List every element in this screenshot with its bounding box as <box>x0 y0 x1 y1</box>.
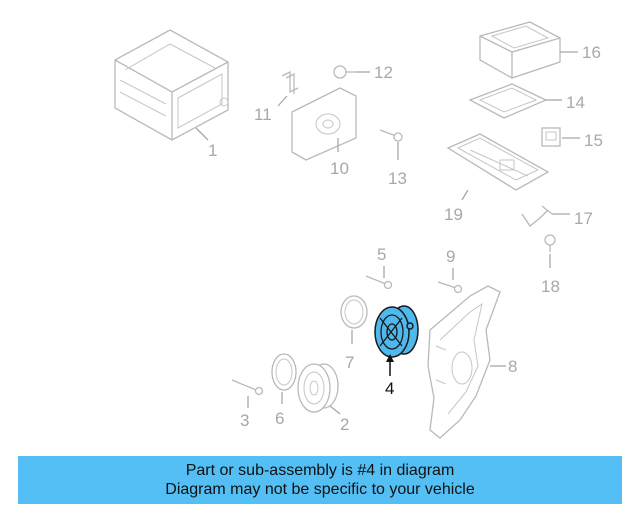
callout-11: 11 <box>254 105 272 124</box>
callout-13: 13 <box>388 169 407 188</box>
part-16-control-panel <box>479 21 561 79</box>
callout-12: 12 <box>374 63 393 82</box>
banner-part-line: Part or sub-assembly is #4 in diagram <box>185 462 455 479</box>
part-3-screw <box>231 379 264 396</box>
part-19-tray <box>446 133 550 191</box>
callout-3: 3 <box>240 411 249 430</box>
callout-15: 15 <box>584 131 603 150</box>
callout-8: 8 <box>508 357 517 376</box>
callout-18: 18 <box>541 277 560 296</box>
part-15-connector <box>541 127 561 147</box>
callout-16: 16 <box>582 43 601 62</box>
part-18-screw <box>544 234 556 252</box>
callout-10: 10 <box>330 159 349 178</box>
part-12-bolt <box>333 65 356 79</box>
part-11-bracket <box>281 70 299 94</box>
callout-14: 14 <box>566 93 585 112</box>
part-9-screw <box>437 281 463 294</box>
callout-9: 9 <box>446 247 455 266</box>
callout-4: 4 <box>385 379 394 398</box>
callout-1: 1 <box>208 141 217 160</box>
part-2-speaker <box>297 363 339 413</box>
part-1-head-unit <box>114 29 229 141</box>
part-14-module <box>468 83 548 119</box>
callout-2: 2 <box>340 415 349 434</box>
callout-5: 5 <box>377 245 386 264</box>
callout-6: 6 <box>275 409 284 428</box>
callout-17: 17 <box>574 209 593 228</box>
part-8-panel <box>427 285 501 439</box>
part-5-screw <box>365 275 393 290</box>
info-banner: Part or sub-assembly is #4 in diagram Di… <box>18 456 622 504</box>
callout-19: 19 <box>444 205 463 224</box>
part-10-housing <box>291 87 357 161</box>
part-17-bracket <box>521 205 553 227</box>
callout-7: 7 <box>345 353 354 372</box>
part-4-speaker <box>374 305 419 358</box>
part-6-ring <box>271 353 297 391</box>
part-13-screw <box>379 129 403 142</box>
banner-disclaimer-line: Diagram may not be specific to your vehi… <box>165 481 475 498</box>
part-7-gasket <box>340 295 368 329</box>
